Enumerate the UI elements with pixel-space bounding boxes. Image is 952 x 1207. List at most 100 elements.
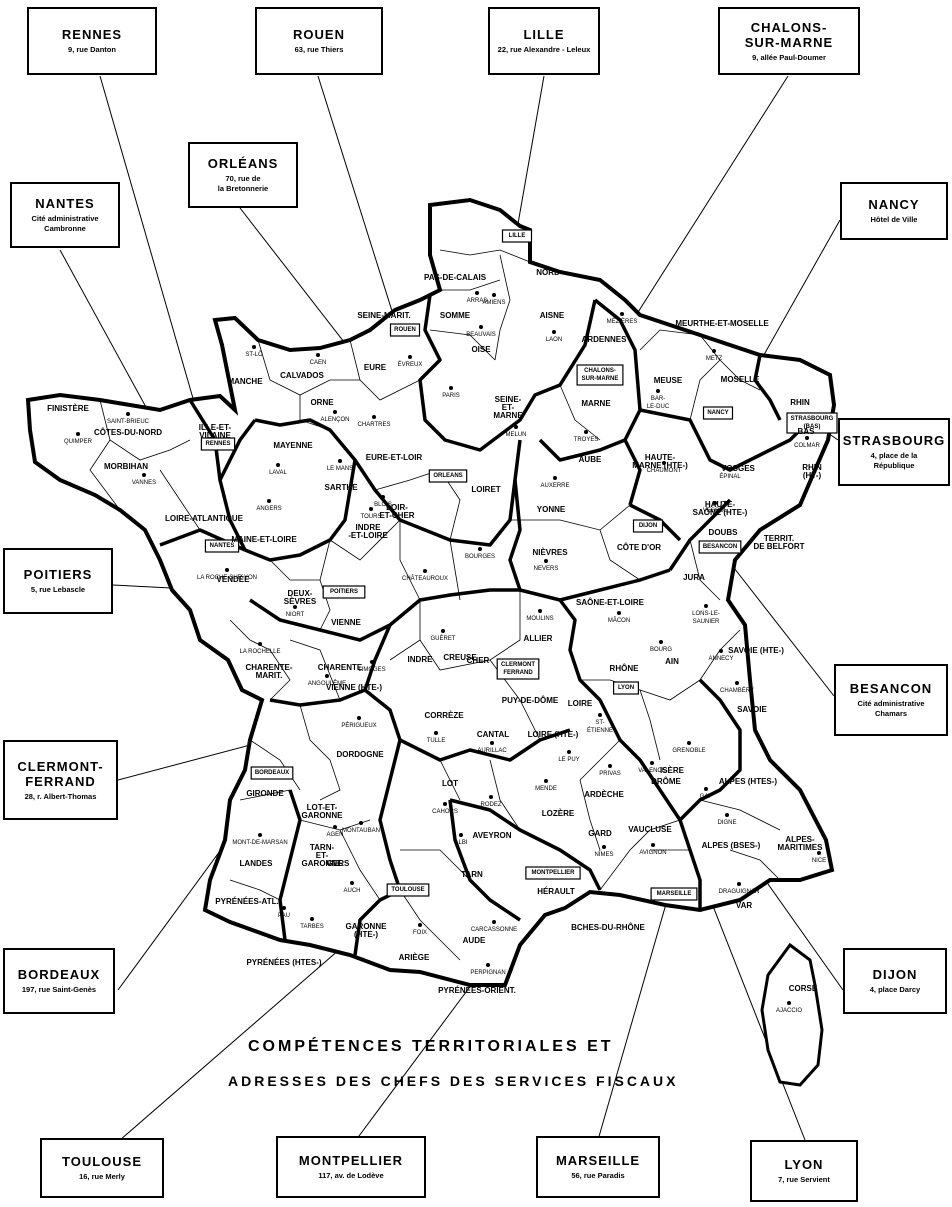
office-address: 22, rue Alexandre - Leleux bbox=[497, 45, 591, 54]
town-label: LA ROCHE-SUR-YON bbox=[197, 575, 257, 581]
town-dot bbox=[126, 412, 130, 416]
town-dot bbox=[475, 291, 479, 295]
town-label: NÎMES bbox=[594, 851, 613, 858]
department-label: CHARENTE-MARIT. bbox=[245, 663, 292, 680]
department-label: INDRE-ET-LOIRE bbox=[348, 523, 388, 540]
town-dot bbox=[662, 461, 666, 465]
town-label: CAHORS bbox=[432, 809, 458, 815]
town-label: GAP bbox=[700, 794, 713, 800]
hq-label-montpellier: MONTPELLIER bbox=[532, 870, 576, 876]
town-dot bbox=[459, 833, 463, 837]
town-label: ÉVREUX bbox=[398, 361, 423, 368]
town-label: TARBES bbox=[300, 924, 324, 930]
office-city: MARSEILLE bbox=[555, 1153, 641, 1168]
department-label: RHIN bbox=[790, 398, 810, 407]
department-label: MOSELLE bbox=[721, 375, 760, 384]
department-label: TARN-ET-GARONNE bbox=[302, 843, 344, 868]
hq-label-lyon: LYON bbox=[618, 685, 634, 691]
town-label: VANNES bbox=[132, 480, 156, 486]
town-dot bbox=[252, 345, 256, 349]
department-label: LOIRE-ATLANTIQUE bbox=[165, 514, 244, 523]
town-dot bbox=[142, 473, 146, 477]
town-label: ANNECY bbox=[708, 656, 733, 662]
department-label: LOIR-ET-CHER bbox=[379, 503, 414, 520]
hq-frame-lyon bbox=[612, 681, 639, 695]
department-label: SEINE-ET-MARNE bbox=[493, 395, 523, 420]
town-dot bbox=[650, 761, 654, 765]
hq-frame-orleans bbox=[428, 469, 468, 483]
office-address: 4, place de la République bbox=[870, 451, 918, 470]
town-label: GRENOBLE bbox=[672, 748, 705, 754]
department-label: CREUSE bbox=[443, 653, 477, 662]
town-label: CHÂTEAUROUX bbox=[402, 575, 448, 582]
town-dot bbox=[659, 640, 663, 644]
department-label: GIRONDE bbox=[246, 789, 284, 798]
town-dot bbox=[728, 467, 732, 471]
hq-label-nantes: NANTES bbox=[210, 543, 235, 549]
town-label: MONT-DE-MARSAN bbox=[232, 840, 287, 846]
town-dot bbox=[350, 881, 354, 885]
office-city: RENNES bbox=[61, 27, 123, 42]
town-label: ARRAS bbox=[467, 298, 488, 304]
town-label: TROYES bbox=[574, 437, 599, 443]
department-label: MAYENNE bbox=[273, 441, 313, 450]
department-label: AVEYRON bbox=[473, 831, 512, 840]
department-label: LOZÈRE bbox=[542, 809, 575, 818]
town-dot bbox=[787, 1001, 791, 1005]
department-label: VIENNE (HTE-) bbox=[326, 683, 382, 692]
department-label: TARN bbox=[461, 870, 483, 879]
department-label: FINISTÈRE bbox=[47, 404, 89, 413]
hq-label-strasbourg: STRASBOURG(BAS) bbox=[791, 416, 834, 430]
town-dot bbox=[418, 923, 422, 927]
hq-frame-rennes bbox=[200, 437, 236, 451]
town-dot bbox=[492, 920, 496, 924]
department-label: PYRÉNÉES-ATL. bbox=[215, 897, 278, 906]
department-label: VENDÉE bbox=[217, 575, 251, 584]
town-dot bbox=[381, 495, 385, 499]
town-label: AURILLAC bbox=[477, 748, 507, 754]
town-label: ANGERS bbox=[256, 506, 281, 512]
department-label: LOT-ET-GARONNE bbox=[302, 803, 344, 820]
town-dot bbox=[333, 825, 337, 829]
town-dot bbox=[357, 716, 361, 720]
town-label: LE MANS bbox=[327, 466, 353, 472]
town-dot bbox=[478, 547, 482, 551]
hq-frame-chalons bbox=[576, 364, 624, 386]
office-city: CHALONS- SUR-MARNE bbox=[744, 19, 834, 50]
town-label: ANGOULÊME bbox=[308, 679, 346, 687]
office-city: LYON bbox=[784, 1157, 824, 1172]
town-label: LAON bbox=[546, 337, 562, 343]
hq-frame-lille bbox=[501, 229, 533, 243]
office-address: 70, rue de la Bretonnerie bbox=[217, 174, 269, 193]
department-label: AISNE bbox=[540, 311, 565, 320]
town-label: RODEZ bbox=[481, 802, 502, 808]
town-label: BOURGES bbox=[465, 554, 495, 560]
town-dot bbox=[486, 963, 490, 967]
hq-label-dijon: DIJON bbox=[639, 523, 657, 529]
hq-frame-bordeaux bbox=[250, 766, 294, 780]
office-address: 5, rue Lebascle bbox=[30, 585, 86, 594]
department-label: TERRIT.DE BELFORT bbox=[753, 534, 804, 551]
office-address: 28, r. Albert-Thomas bbox=[24, 791, 97, 801]
town-dot bbox=[538, 609, 542, 613]
department-label: AUDE bbox=[463, 936, 486, 945]
department-label: LOIRE (HTE-) bbox=[528, 730, 579, 739]
hq-frame-strasbourg bbox=[786, 412, 838, 434]
town-label: CAEN bbox=[310, 360, 327, 366]
department-label: LOIRE bbox=[568, 699, 593, 708]
town-label: TOURS bbox=[361, 514, 382, 520]
town-label: SAINT-BRIEUC bbox=[107, 419, 150, 425]
department-label: HAUTE-MARNE (HTE-) bbox=[632, 453, 688, 470]
town-label: ST-LÔ bbox=[245, 351, 263, 358]
town-label: DIGNE bbox=[717, 820, 736, 826]
office-address: Cité administrative Cambronne bbox=[31, 214, 99, 233]
department-label: CORSE bbox=[789, 984, 818, 993]
town-dot bbox=[737, 882, 741, 886]
